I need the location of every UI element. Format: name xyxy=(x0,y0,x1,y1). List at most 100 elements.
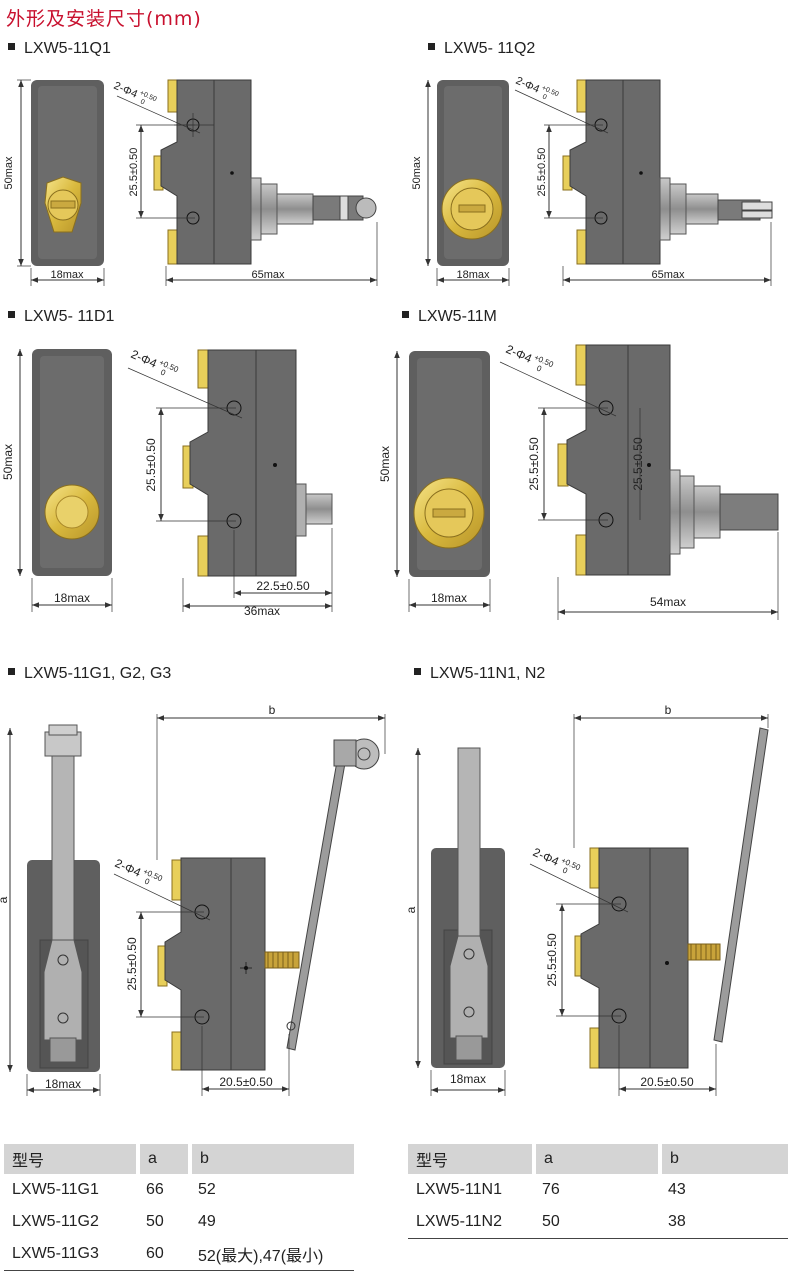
drawing-d1: 50max 18max 25.5±0.50 2-Φ4+0.50 0 22.5±0… xyxy=(1,346,333,618)
dim-hole-spacing: 25.5±0.50 xyxy=(527,437,541,491)
table-cell: 66 xyxy=(146,1181,164,1198)
table-row: LXW5-11G3 60 52(最大),47(最小) xyxy=(4,1238,354,1271)
table-cell: 38 xyxy=(660,1206,788,1239)
table-header-cell: b xyxy=(660,1144,788,1174)
table-header-cell: b xyxy=(190,1144,354,1174)
drawing-q2: 50max 18max 25.5±0.50 2-Φ4+0.50 0 xyxy=(411,74,773,286)
table-cell: 52(最大),47(最小) xyxy=(190,1238,354,1271)
dim-height: 50max xyxy=(3,156,15,190)
dim-a: a xyxy=(404,906,418,913)
dim-hole-spacing: 25.5±0.50 xyxy=(144,438,158,492)
dim-hole-tol-lower: 0 xyxy=(159,368,167,378)
dim-hole-tol-lower: 0 xyxy=(143,877,151,887)
section-label: LXW5-11G1, G2, G3 xyxy=(24,665,172,682)
side-view xyxy=(557,344,779,576)
dim-length: 54max xyxy=(650,595,686,609)
section-q2-label: LXW5- 11Q2 xyxy=(428,40,535,58)
bullet-square-icon xyxy=(8,311,15,318)
bullet-square-icon xyxy=(8,668,15,675)
section-label: LXW5- 11D1 xyxy=(24,308,115,325)
table-cell: 60 xyxy=(138,1238,190,1271)
table-n-models: 型号 a b LXW5-11N1 76 43 LXW5-11N2 50 38 xyxy=(408,1144,788,1239)
dim-width: 18max xyxy=(431,591,467,605)
table-header-cell: 型号 xyxy=(408,1144,536,1174)
side-view xyxy=(574,727,769,1069)
side-view xyxy=(182,349,333,577)
table-cell: 49 xyxy=(198,1213,216,1230)
table-cell: LXW5-11G2 xyxy=(12,1213,99,1230)
table-header-cell: 型号 xyxy=(4,1144,140,1174)
table-cell: 50 xyxy=(146,1213,164,1230)
bullet-square-icon xyxy=(428,43,435,50)
table-cell: LXW5-11N2 xyxy=(408,1206,534,1239)
section-label: LXW5- 11Q2 xyxy=(444,40,536,57)
dim-b: b xyxy=(665,703,672,717)
dim-offset: 22.5±0.50 xyxy=(256,579,310,593)
dim-offset: 20.5±0.50 xyxy=(640,1075,694,1089)
table-header-cell: a xyxy=(534,1144,662,1174)
dim-hole-tol-lower: 0 xyxy=(561,866,569,876)
dim-b: b xyxy=(269,703,276,717)
dim-height: 50max xyxy=(378,446,392,482)
table-cell: LXW5-11G1 xyxy=(12,1181,99,1198)
section-m-label: LXW5-11M xyxy=(402,308,497,326)
table-row: LXW5-11N1 76 43 xyxy=(408,1174,788,1206)
dim-width: 18max xyxy=(456,269,490,281)
front-view xyxy=(31,80,104,266)
front-view xyxy=(431,747,505,1068)
dim-length: 65max xyxy=(651,269,685,281)
dim-hole: 2-Φ4+0.50 xyxy=(531,844,583,878)
section-d1-label: LXW5- 11D1 xyxy=(8,308,114,326)
section-label: LXW5-11N1, N2 xyxy=(430,665,546,682)
dim-hole-spacing: 25.5±0.50 xyxy=(545,933,559,987)
dim-height: 50max xyxy=(1,444,15,480)
section-q1-label: LXW5-11Q1 xyxy=(8,40,111,58)
front-view xyxy=(409,351,490,577)
table-cell: 76 xyxy=(542,1181,560,1198)
table-row: LXW5-11G2 50 49 xyxy=(4,1206,354,1238)
bullet-square-icon xyxy=(414,668,421,675)
dim-width: 18max xyxy=(50,269,84,281)
section-g-label: LXW5-11G1, G2, G3 xyxy=(8,665,171,683)
dim-offset: 20.5±0.50 xyxy=(219,1075,273,1089)
section-label: LXW5-11Q1 xyxy=(24,40,111,57)
dim-hole-spacing: 25.5±0.50 xyxy=(125,937,139,991)
dim-hole-spacing: 25.5±0.50 xyxy=(128,148,140,197)
table-cell: 52 xyxy=(198,1181,216,1198)
table-header-row: 型号 a b xyxy=(4,1144,354,1174)
side-view xyxy=(153,79,377,265)
dim-length: 65max xyxy=(251,269,285,281)
dim-hole: 2-Φ4+0.50 xyxy=(504,341,556,375)
front-view xyxy=(437,80,509,266)
table-cell: LXW5-11G3 xyxy=(4,1238,138,1271)
dim-width: 18max xyxy=(450,1072,486,1086)
table-row: LXW5-11N2 50 38 xyxy=(408,1206,788,1239)
dim-a: a xyxy=(0,896,10,903)
dim-hole: 2-Φ4+0.50 xyxy=(129,346,181,380)
front-view xyxy=(32,349,112,576)
page-title: 外形及安装尺寸(mm) xyxy=(6,8,202,30)
table-g-models: 型号 a b LXW5-11G1 66 52 LXW5-11G2 50 49 L… xyxy=(4,1144,354,1271)
drawing-n: a 18max b 25.5±0.50 2-Φ4+0.50 0 xyxy=(404,703,769,1096)
dim-height: 50max xyxy=(411,156,423,190)
dim-width: 18max xyxy=(54,591,90,605)
table-cell: 50 xyxy=(534,1206,660,1239)
table-row: LXW5-11G1 66 52 xyxy=(4,1174,354,1206)
dim-hole: 2-Φ4+0.50 xyxy=(112,79,158,109)
table-header-cell: a xyxy=(138,1144,192,1174)
dim-hole: 2-Φ4+0.50 xyxy=(113,855,165,889)
side-view xyxy=(562,79,773,265)
side-view xyxy=(157,738,380,1071)
dim-width: 18max xyxy=(45,1077,81,1091)
dim-hole-spacing-2: 25.5±0.50 xyxy=(631,437,645,491)
section-n-label: LXW5-11N1, N2 xyxy=(414,665,545,683)
table-cell: LXW5-11N1 xyxy=(416,1181,502,1198)
dim-hole: 2-Φ4+0.50 xyxy=(514,74,560,104)
drawing-q1: 50max 18max 25.5±0.50 2-Φ4+0.50 xyxy=(3,79,378,286)
dim-hole-tol-lower: 0 xyxy=(139,98,146,106)
dim-hole-spacing: 25.5±0.50 xyxy=(536,148,548,197)
drawing-m: 50max 18max 25.5±0.50 25.5±0.50 2-Φ4+0.5… xyxy=(378,341,779,620)
dim-hole-tol-lower: 0 xyxy=(535,364,543,374)
